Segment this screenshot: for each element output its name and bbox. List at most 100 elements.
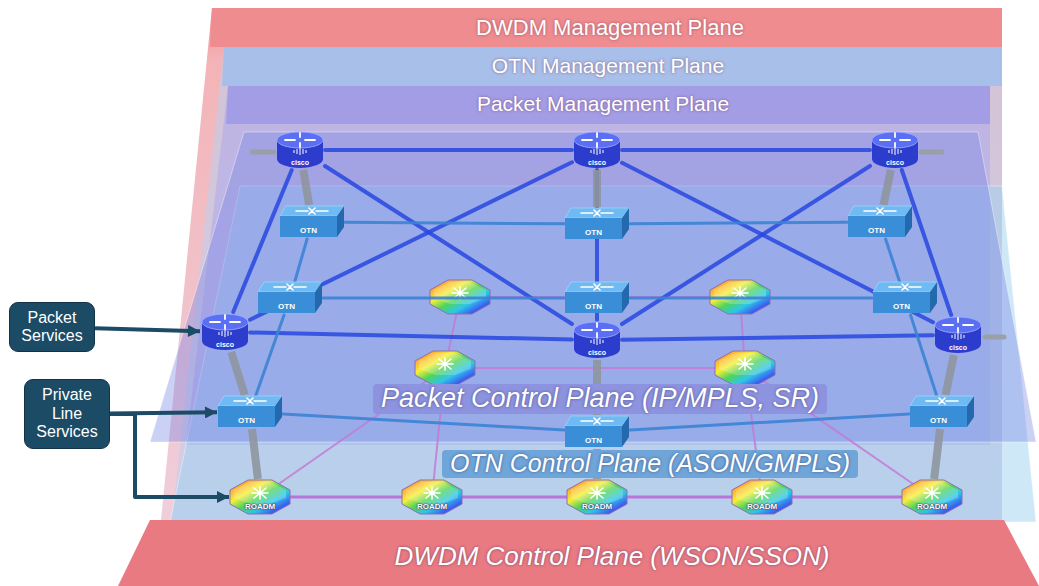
port-stub <box>921 150 942 155</box>
roadm-shape <box>902 480 962 514</box>
otn-shape <box>848 206 912 237</box>
device-label: ROADM <box>917 503 947 511</box>
router-shape <box>935 317 981 353</box>
plane-header-strip <box>210 8 1002 47</box>
vendor-logo-text: cisco <box>588 159 606 166</box>
port-stub <box>985 335 1004 340</box>
device-label: OTN <box>300 227 317 235</box>
fiber-pipe <box>303 170 309 205</box>
router-node: cisco <box>933 315 983 355</box>
otn-switch: OTN <box>564 207 630 241</box>
roadm-node: ROADM <box>731 479 793 515</box>
device-label: OTN <box>893 303 910 311</box>
fiber-pipe <box>231 352 244 395</box>
fiber-pipe <box>934 429 940 479</box>
otn-switch: OTN <box>257 281 323 315</box>
device-label: OTN <box>868 227 885 235</box>
fiber-pipe <box>252 429 258 479</box>
device-label: OTN <box>238 417 255 425</box>
roadm-node: ROADM <box>229 479 291 515</box>
packet-link <box>250 333 572 340</box>
otn-link <box>345 222 564 224</box>
otn-link <box>886 239 900 281</box>
vendor-logo-text: cisco <box>886 159 904 166</box>
otn-switch: OTN <box>217 395 283 429</box>
otn-switch: OTN <box>564 415 630 449</box>
router-node: cisco <box>572 130 622 170</box>
otn-shape <box>565 208 629 239</box>
packet-control-plane <box>150 132 1036 442</box>
otn-link <box>256 315 284 395</box>
device-label: ROADM <box>417 503 447 511</box>
device-label: OTN <box>930 417 947 425</box>
otn-shape <box>565 282 629 313</box>
roadm-shape <box>567 480 627 514</box>
router-port-stubs <box>252 152 1004 337</box>
wavelength-link <box>793 496 901 499</box>
fiber-pipe <box>884 170 891 205</box>
callout-arrow <box>95 328 200 331</box>
plane-label: OTN Control Plane (ASON/GMPLS) <box>450 450 850 478</box>
plane-label: DWDM Control Plane (WSON/SSON) <box>395 542 830 571</box>
roadm-shape <box>230 480 290 514</box>
plane-header-strip <box>226 86 990 124</box>
roadm-icon <box>415 351 475 385</box>
otn-link <box>630 414 909 430</box>
device-label: OTN <box>585 303 602 311</box>
otn-shape <box>258 282 322 313</box>
packet-link <box>325 166 572 324</box>
packet-link <box>325 148 572 152</box>
management-plane-band: Packet Management Plane <box>473 91 733 116</box>
roadm-node: ROADM <box>401 479 463 515</box>
otn-switch: OTN <box>872 281 938 315</box>
otn-link <box>283 414 564 430</box>
otn-switch: OTN <box>847 205 913 239</box>
otn-switch: OTN <box>564 281 630 315</box>
device-label: OTN <box>585 229 602 237</box>
callout-text: Private Line Services <box>31 386 103 441</box>
roadm-node: ROADM <box>901 479 963 515</box>
fiber-pipe <box>946 355 954 395</box>
otn-switch: OTN <box>909 395 975 429</box>
otn-shape <box>873 282 937 313</box>
router-shape <box>872 132 918 168</box>
service-callout: Private Line Services <box>24 379 110 448</box>
plane-label: Packet Control Plane (IP/MPLS, SR) <box>381 384 819 414</box>
service-callout: Packet Services <box>9 302 95 353</box>
otn-shape <box>218 396 282 427</box>
otn-link <box>630 297 872 300</box>
otn-shape <box>280 206 344 237</box>
router-node: cisco <box>572 320 622 360</box>
device-label: OTN <box>585 437 602 445</box>
roadm-shape <box>402 480 462 514</box>
dwdm-control-plane <box>118 520 1039 586</box>
packet-link <box>622 335 933 339</box>
router-shape <box>574 322 620 358</box>
router-node: cisco <box>870 130 920 170</box>
callout-text: Packet Services <box>16 309 88 346</box>
vendor-logo-text: cisco <box>216 341 234 348</box>
vendor-logo-text: cisco <box>588 349 606 356</box>
control-plane-band: OTN Control Plane (ASON/GMPLS) <box>442 450 858 478</box>
fiber-pipe <box>593 170 601 207</box>
roadm-icon <box>715 351 775 385</box>
otn-link <box>911 315 937 395</box>
roadm-node: ROADM <box>566 479 628 515</box>
vendor-logo-text: cisco <box>949 344 967 351</box>
otn-shape <box>910 396 974 427</box>
plane-title: Packet Management Plane <box>477 91 729 116</box>
management-plane-band: OTN Management Plane <box>488 53 728 78</box>
callout-arrow <box>110 414 229 497</box>
management-plane-band: DWDM Management Plane <box>472 15 748 41</box>
device-label: ROADM <box>245 503 275 511</box>
packet-link <box>622 166 870 324</box>
device-label: OTN <box>278 303 295 311</box>
control-plane-band: DWDM Control Plane (WSON/SSON) <box>387 542 838 571</box>
packet-link <box>250 162 572 320</box>
otn-link <box>630 222 847 224</box>
otn-switch: OTN <box>279 205 345 239</box>
device-label: ROADM <box>582 503 612 511</box>
plane-title: DWDM Management Plane <box>476 15 744 41</box>
